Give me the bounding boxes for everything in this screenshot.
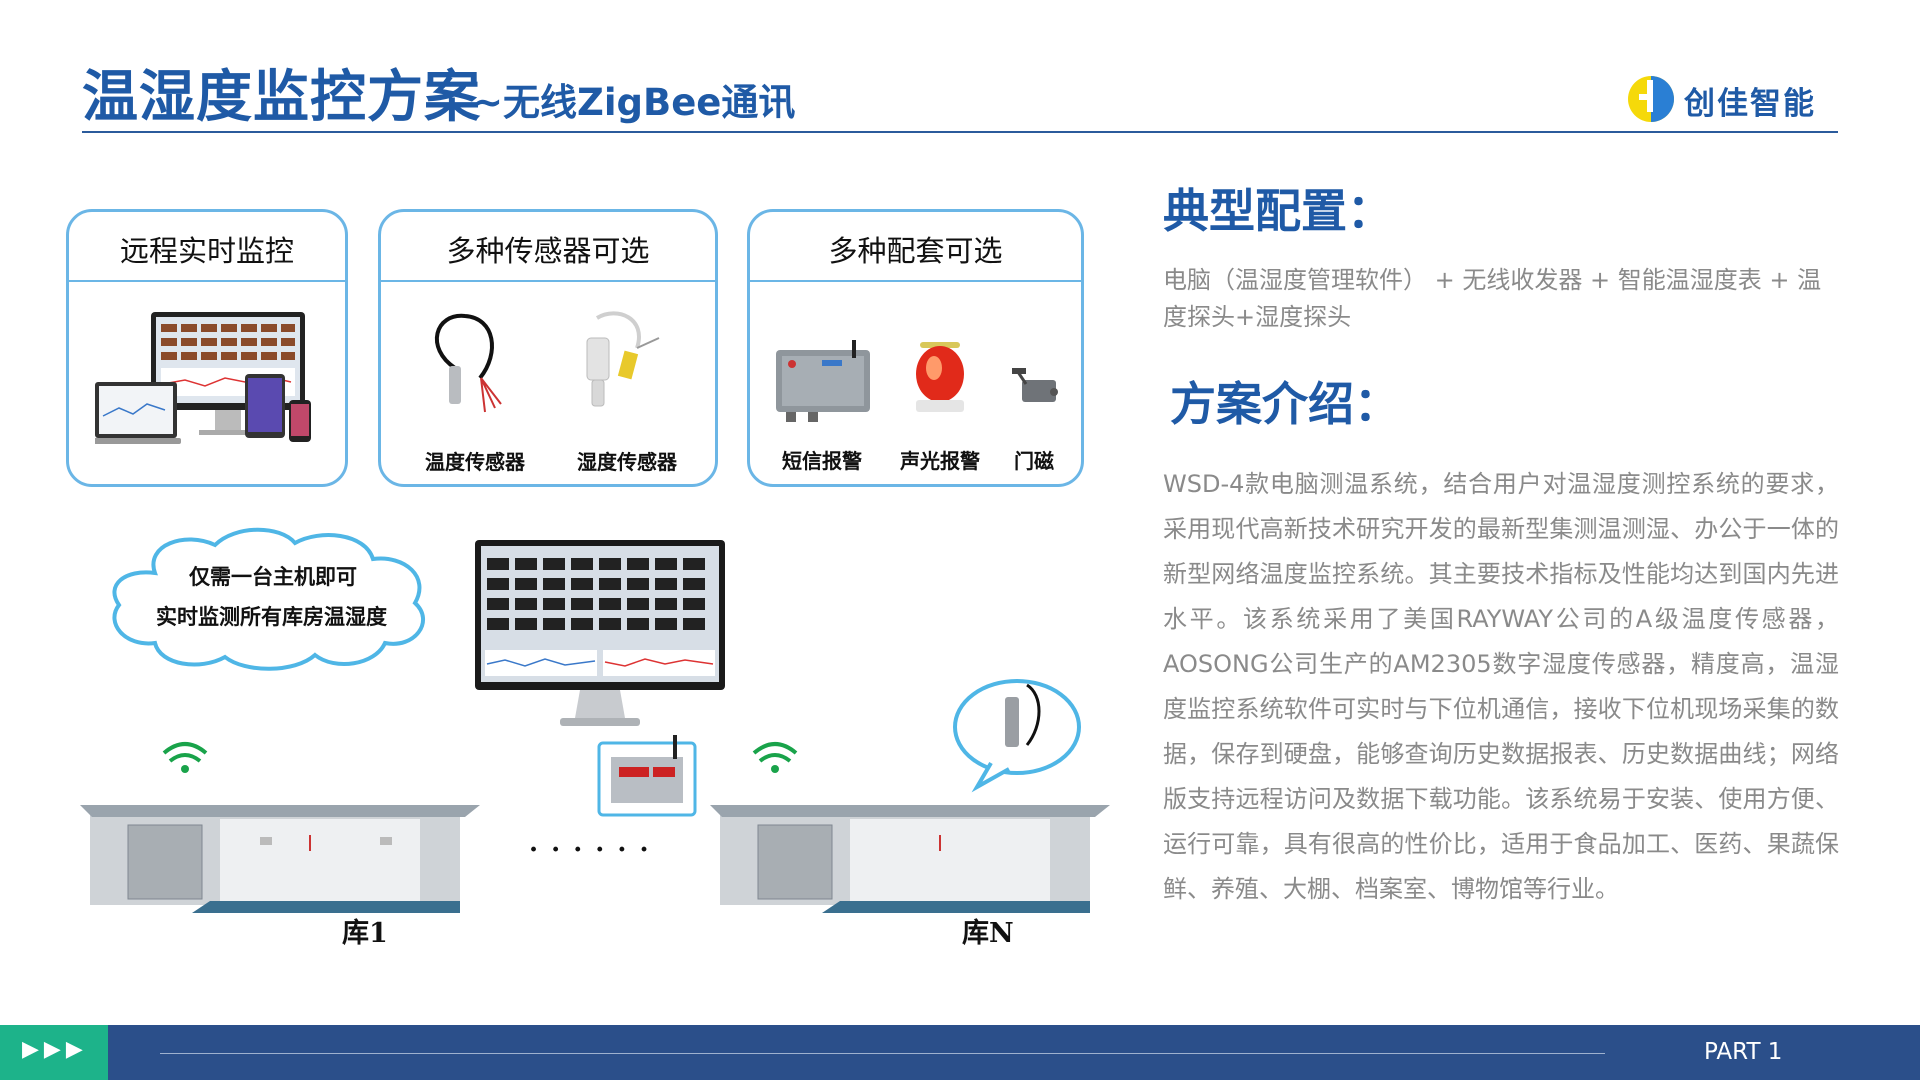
temperature-sensor-icon: [435, 313, 502, 413]
card-accessories: 多种配套可选 短信报: [747, 209, 1084, 487]
door-magnet-icon: [1012, 368, 1058, 402]
page-title: 温湿度监控方案: [82, 65, 481, 130]
cloud-text-line-1: 仅需一台主机即可: [189, 564, 357, 589]
config-heading: 典型配置：: [1163, 184, 1393, 238]
footer-divider: [160, 1053, 1605, 1054]
humidity-sensor-icon: [586, 311, 660, 407]
card-remote-monitoring: 远程实时监控: [66, 209, 348, 487]
card-divider: [69, 280, 345, 282]
card-divider: [381, 280, 715, 282]
part-label: PART 1: [1704, 1039, 1783, 1065]
caption-temperature-sensor: 温度传感器: [425, 450, 525, 474]
intro-heading: 方案介绍：: [1170, 377, 1400, 431]
config-text: 电脑（温湿度管理软件） + 无线收发器 + 智能温湿度表 + 温度探头+湿度探头: [1163, 266, 1822, 331]
room-label-1: 库1: [342, 918, 388, 949]
storage-room-n: [710, 742, 1110, 913]
dots-separator: · · · · · ·: [529, 835, 651, 865]
logo-icon: [1628, 76, 1674, 122]
system-diagram: 远程实时监控: [55, 195, 1110, 962]
card-title: 多种配套可选: [828, 234, 1003, 268]
card-title: 多种传感器可选: [446, 234, 650, 268]
wireless-transceiver: [597, 735, 697, 817]
probe-callout: [953, 679, 1081, 793]
header-divider: [82, 131, 1838, 133]
page-subtitle: ~无线ZigBee通讯: [472, 81, 796, 124]
footer-accent: ▶▶▶: [0, 1025, 108, 1080]
cloud-text-line-2: 实时监测所有库房温湿度: [156, 604, 387, 629]
caption-sms-alarm: 短信报警: [782, 449, 862, 473]
logo-text: 创佳智能: [1684, 86, 1816, 122]
caption-sound-light-alarm: 声光报警: [900, 449, 980, 473]
footer-bar: ▶▶▶ PART 1: [0, 1025, 1920, 1080]
card-sensors: 多种传感器可选 温度传感器 湿度传感器: [378, 209, 718, 487]
room-label-n: 库N: [962, 918, 1014, 949]
caption-humidity-sensor: 湿度传感器: [577, 450, 677, 474]
sound-light-alarm-icon: [916, 342, 964, 412]
storage-room-1: [80, 742, 480, 913]
cloud-callout: [112, 527, 426, 671]
devices-illustration: [95, 312, 311, 444]
sms-alarm-icon: [776, 340, 870, 422]
host-monitor: [475, 540, 725, 726]
card-title: 远程实时监控: [119, 234, 294, 268]
play-arrows-icon: ▶▶▶: [22, 1037, 88, 1062]
company-logo: 创佳智能: [1626, 74, 1836, 124]
card-divider: [750, 280, 1081, 282]
caption-door-magnet: 门磁: [1014, 449, 1054, 473]
intro-text: WSD-4款电脑测温系统，结合用户对温湿度测控系统的要求，采用现代高新技术研究开…: [1163, 470, 1839, 903]
